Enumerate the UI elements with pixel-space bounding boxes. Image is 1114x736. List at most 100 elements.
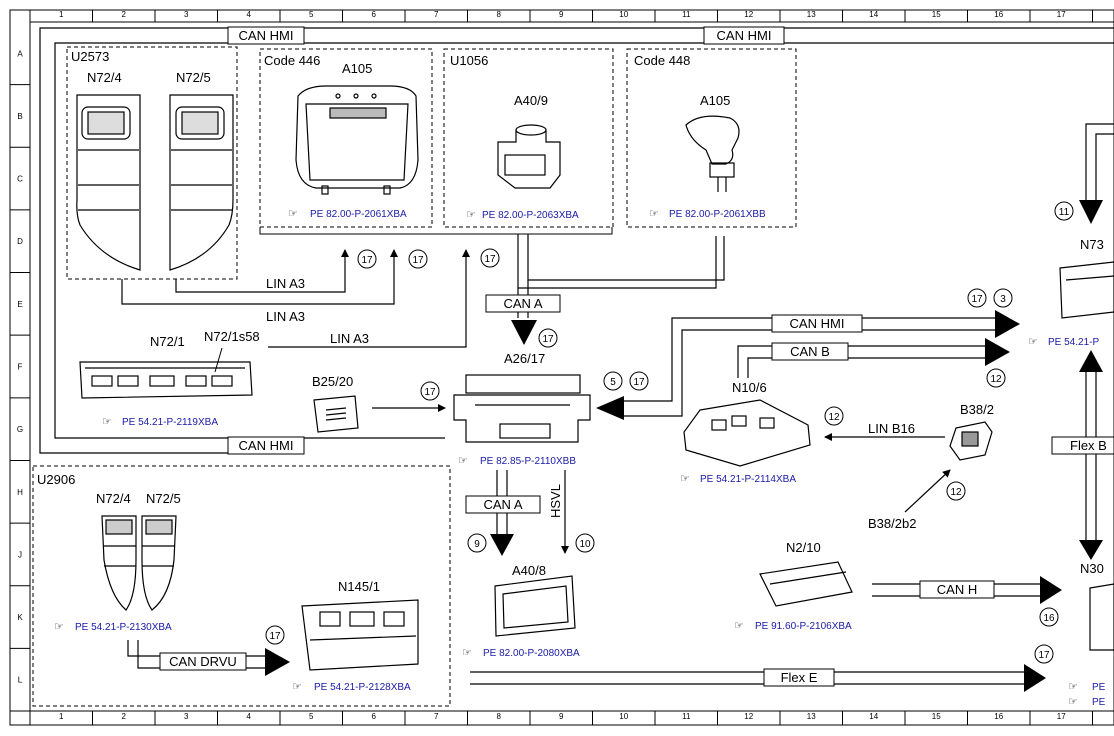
grid-row-label: E [17, 300, 22, 309]
can-hmi-right-label: CAN HMI [790, 316, 845, 331]
ref-hand-icon-3: ☞ [649, 208, 659, 220]
ref-pe-2063xba[interactable]: PE 82.00-P-2063XBA [482, 210, 579, 221]
gear-selector [685, 115, 740, 192]
ref-pe-2061xba[interactable]: PE 82.00-P-2061XBA [310, 209, 407, 220]
ref-pe-2114xba[interactable]: PE 54.21-P-2114XBA [700, 474, 796, 485]
grid-col-label: 4 [247, 712, 252, 721]
can-a-bottom-box [465, 495, 541, 514]
u2906-label: U2906 [37, 472, 75, 487]
ref-pe-2119xba[interactable]: PE 54.21-P-2119XBA [122, 417, 218, 428]
can-a-top-label: CAN A [503, 296, 542, 311]
svg-text:17: 17 [971, 294, 983, 305]
ref-pe-2110xbb[interactable]: PE 82.85-P-2110XBB [480, 456, 576, 467]
a40-8-label: A40/8 [512, 563, 546, 578]
module-n2-10 [759, 561, 853, 607]
ref-pe-n73[interactable]: PE 54.21-P [1048, 337, 1099, 348]
grid-col-label: 8 [497, 10, 502, 19]
can-hmi-arrow-left [596, 396, 624, 420]
u2906-group [32, 465, 451, 707]
grid-row-label: C [17, 175, 23, 184]
can-h-arrow [1040, 576, 1062, 604]
ref-pe-2128xba[interactable]: PE 54.21-P-2128XBA [314, 682, 411, 693]
svg-text:12: 12 [828, 412, 840, 423]
can-drvu-label: CAN DRVU [169, 654, 237, 669]
can-h-box [919, 580, 995, 599]
flex-e-arrow [1024, 664, 1046, 692]
grid-row-label: G [17, 425, 23, 434]
grid-col-label: 9 [559, 712, 564, 721]
grid-col-label: 2 [122, 10, 127, 19]
can-hmi-top-label-2: CAN HMI [703, 26, 785, 45]
grid-col-label: 13 [807, 712, 816, 721]
ref-pe-2106xba[interactable]: PE 91.60-P-2106XBA [755, 621, 852, 632]
svg-text:10: 10 [579, 539, 591, 550]
can-drvu-box [159, 652, 247, 671]
grid-row-label: D [17, 237, 23, 246]
can-h-label: CAN H [937, 582, 977, 597]
grid-col-label: 2 [122, 712, 127, 721]
ref-hand-icon-12: ☞ [462, 647, 472, 659]
ref-pe-2130xba[interactable]: PE 54.21-P-2130XBA [75, 622, 172, 633]
ref-pe-n30b[interactable]: PE [1092, 697, 1106, 708]
grid-col-label: 11 [682, 712, 691, 721]
n72-4-top-label: N72/4 [87, 70, 122, 85]
n72-1-label: N72/1 [150, 334, 185, 349]
grid-col-label: 15 [932, 712, 941, 721]
svg-text:17: 17 [542, 334, 554, 345]
lin-b16-label: LIN B16 [868, 421, 915, 436]
grid-col-label: 9 [559, 10, 564, 19]
grid-col-label: 16 [994, 10, 1003, 19]
n73-label: N73 [1080, 237, 1104, 252]
grid-col-label: 1 [59, 10, 64, 19]
controller-knob [497, 124, 561, 189]
grid-col-label: 6 [372, 10, 377, 19]
can-b-arrow-right [985, 338, 1010, 366]
svg-text:9: 9 [474, 539, 480, 550]
grid-col-label: 14 [869, 10, 878, 19]
grid-columns: 1122334455667788991010111112121313141415… [59, 10, 1093, 725]
grid-row-label: A [17, 49, 23, 58]
grid-col-label: 17 [1057, 712, 1066, 721]
grid-col-label: 8 [497, 712, 502, 721]
a105-left-label: A105 [342, 61, 372, 76]
grid-col-label: 16 [994, 712, 1003, 721]
svg-text:12: 12 [950, 487, 962, 498]
grid-col-label: 3 [184, 10, 189, 19]
svg-text:17: 17 [484, 254, 496, 265]
grid-col-label: 3 [184, 712, 189, 721]
code446-label: Code 446 [264, 53, 320, 68]
n10-6-label: N10/6 [732, 380, 767, 395]
n72-5-top-label: N72/5 [176, 70, 211, 85]
svg-text:CAN HMI: CAN HMI [239, 28, 294, 43]
ref-pe-2080xba[interactable]: PE 82.00-P-2080XBA [483, 648, 580, 659]
grid-col-label: 7 [434, 10, 439, 19]
can-a-top-box [485, 294, 561, 313]
grid-col-label: 10 [619, 10, 628, 19]
ref-hand-icon-4: ☞ [102, 416, 112, 428]
b38-2b2-arrow [904, 469, 951, 513]
flex-b-box [1051, 436, 1114, 455]
b38-2-label: B38/2 [960, 402, 994, 417]
overhead-control-panel [295, 85, 419, 195]
svg-text:12: 12 [990, 374, 1002, 385]
grid-col-label: 15 [932, 10, 941, 19]
flex-b-label: Flex B [1070, 438, 1107, 453]
grid-row-label: F [18, 363, 23, 372]
n73-input-bus [1085, 123, 1114, 200]
grid-row-label: L [18, 676, 23, 685]
can-a-bottom-label: CAN A [483, 497, 522, 512]
ref-pe-2061xbb[interactable]: PE 82.00-P-2061XBB [669, 209, 766, 220]
u2573-group [66, 46, 238, 280]
can-b-box [771, 342, 849, 361]
grid-col-label: 13 [807, 10, 816, 19]
circled-numbers: 11 17 17 17 17 17 3 5 17 17 12 12 12 9 1… [265, 201, 1074, 664]
flex-b-bus [1085, 372, 1097, 540]
head-unit-a26-17 [453, 374, 591, 443]
grid-col-label: 10 [619, 712, 628, 721]
ref-pe-n30a[interactable]: PE [1092, 682, 1106, 693]
u1056-label: U1056 [450, 53, 488, 68]
module-n30 [1089, 583, 1114, 651]
flex-b-arrow-down [1079, 540, 1103, 560]
grid-col-label: 6 [372, 712, 377, 721]
